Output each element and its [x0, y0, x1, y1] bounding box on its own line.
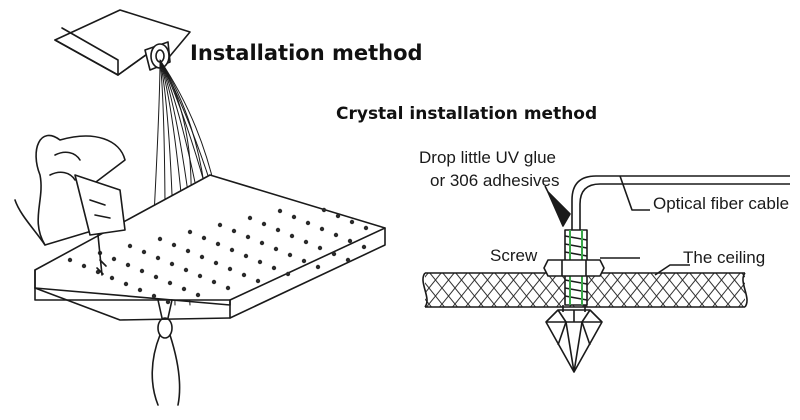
panel-hole [109, 275, 115, 281]
electric-drill [14, 134, 126, 276]
panel-hole [225, 285, 231, 291]
panel-hole [137, 287, 143, 293]
crystal-gem [545, 305, 603, 373]
panel-hole [289, 233, 295, 239]
panel-hole [183, 267, 189, 273]
panel-hole [275, 227, 281, 233]
panel-hole [199, 254, 205, 260]
panel-hole [195, 292, 201, 298]
panel-hole [213, 260, 219, 266]
panel-hole [257, 259, 263, 265]
panel-hole [255, 278, 261, 284]
panel-hole [125, 262, 131, 268]
installation-scene [14, 9, 386, 406]
panel-hole [259, 240, 265, 246]
panel-hole [303, 239, 309, 245]
panel-hole [243, 253, 249, 259]
main-title: Installation method [190, 41, 423, 65]
panel-hole [187, 229, 193, 235]
light-generator-box [54, 9, 191, 76]
panel-hole [273, 246, 279, 252]
panel-hole [291, 214, 297, 220]
fiber-cable-callout: Optical fiber cable [653, 194, 790, 213]
pliers [151, 299, 181, 406]
panel-holes [67, 207, 369, 305]
screw-callout: Screw [490, 246, 538, 265]
panel-hole [301, 258, 307, 264]
panel-hole [277, 208, 283, 214]
hex-nut [543, 259, 605, 277]
panel-hole [285, 271, 291, 277]
panel-hole [315, 264, 321, 270]
ceiling-callout: The ceiling [683, 248, 766, 267]
crystal-installation-diagram [422, 175, 790, 373]
panel-hole [127, 243, 133, 249]
panel-hole [361, 244, 367, 250]
panel-hole [227, 266, 233, 272]
panel-hole [287, 252, 293, 258]
glue-arrow [547, 191, 571, 227]
panel-hole [67, 257, 73, 263]
panel-hole [261, 221, 267, 227]
panel-hole [363, 225, 369, 231]
panel-hole [245, 234, 251, 240]
panel-hole [347, 238, 353, 244]
panel-hole [217, 222, 223, 228]
ceiling-leader-2 [654, 264, 690, 276]
panel-hole [271, 265, 277, 271]
panel-hole [185, 248, 191, 254]
panel-hole [241, 272, 247, 278]
panel-hole [333, 232, 339, 238]
panel-hole [349, 219, 355, 225]
panel-hole [181, 286, 187, 292]
panel-hole [319, 226, 325, 232]
panel-hole [167, 280, 173, 286]
panel-hole [169, 261, 175, 267]
ceiling-break-marks [422, 272, 748, 308]
panel-hole [81, 263, 87, 269]
panel-hole [157, 236, 163, 242]
panel-hole [123, 281, 129, 287]
panel-hole [215, 241, 221, 247]
panel-hole [335, 213, 341, 219]
panel-hole [197, 273, 203, 279]
panel-hole [165, 299, 171, 305]
panel-hole [229, 247, 235, 253]
panel-hole [305, 220, 311, 226]
panel-hole [345, 257, 351, 263]
panel-hole [231, 228, 237, 234]
glue-callout-line2: or 306 adhesives [430, 171, 560, 190]
optical-fiber-cable [571, 175, 790, 258]
perforated-panel [34, 174, 386, 321]
panel-hole [211, 279, 217, 285]
panel-hole [141, 249, 147, 255]
panel-hole [331, 251, 337, 257]
panel-hole [111, 256, 117, 262]
glue-arrow-stem [544, 185, 549, 193]
crystal-title: Crystal installation method [336, 104, 598, 124]
panel-hole [317, 245, 323, 251]
panel-hole [153, 274, 159, 280]
panel-hole [247, 215, 253, 221]
panel-hole [201, 235, 207, 241]
panel-hole [155, 255, 161, 261]
glue-callout-line1: Drop little UV glue [419, 148, 557, 167]
panel-hole [171, 242, 177, 248]
panel-hole [139, 268, 145, 274]
panel-hole [151, 293, 157, 299]
panel-hole [321, 207, 327, 213]
